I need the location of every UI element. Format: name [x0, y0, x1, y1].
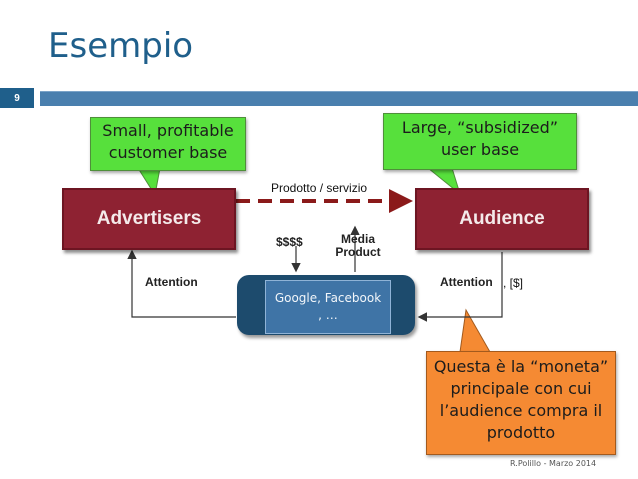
callout-moneta-line2: principale con cui [450, 379, 592, 398]
media-product-label: Media Product [333, 233, 383, 259]
callout-pointer-moneta [459, 308, 491, 353]
attention-right-label: Attention [440, 275, 493, 289]
callout-advertisers-line1: Small, profitable [102, 121, 234, 140]
platform-label-line1: Google, Facebook [274, 291, 382, 305]
attention-left-label: Attention [145, 275, 198, 289]
callout-advertisers-line2: customer base [108, 143, 228, 162]
media-label-line2: Product [335, 245, 381, 259]
callout-moneta: Questa è la “moneta” principale con cui … [426, 351, 616, 455]
attention-extra-label: , [$] [503, 276, 524, 290]
callout-audience-line1: Large, “subsidized” [401, 118, 559, 137]
advertisers-box: Advertisers [62, 188, 236, 250]
callout-audience: Large, “subsidized” user base [383, 113, 577, 170]
callout-audience-line2: user base [440, 140, 520, 159]
callout-advertisers: Small, profitable customer base [90, 117, 246, 171]
product-arrow-label: Prodotto / servizio [271, 181, 368, 195]
slide-footer: R.Polillo - Marzo 2014 [510, 459, 597, 468]
platform-label-line2: , … [318, 308, 338, 322]
callout-moneta-line1: Questa è la “moneta” [433, 357, 609, 376]
media-label-line1: Media [340, 232, 375, 246]
title-divider-bar [40, 91, 638, 106]
callout-moneta-line4: prodotto [486, 423, 556, 442]
slide-title: Esempio [48, 26, 194, 66]
platform-label: Google, Facebook , … [265, 280, 391, 334]
audience-box: Audience [415, 188, 589, 250]
money-label: $$$$ [276, 235, 303, 249]
slide-number: 9 [0, 88, 34, 108]
callout-moneta-line3: l’audience compra il [439, 401, 603, 420]
